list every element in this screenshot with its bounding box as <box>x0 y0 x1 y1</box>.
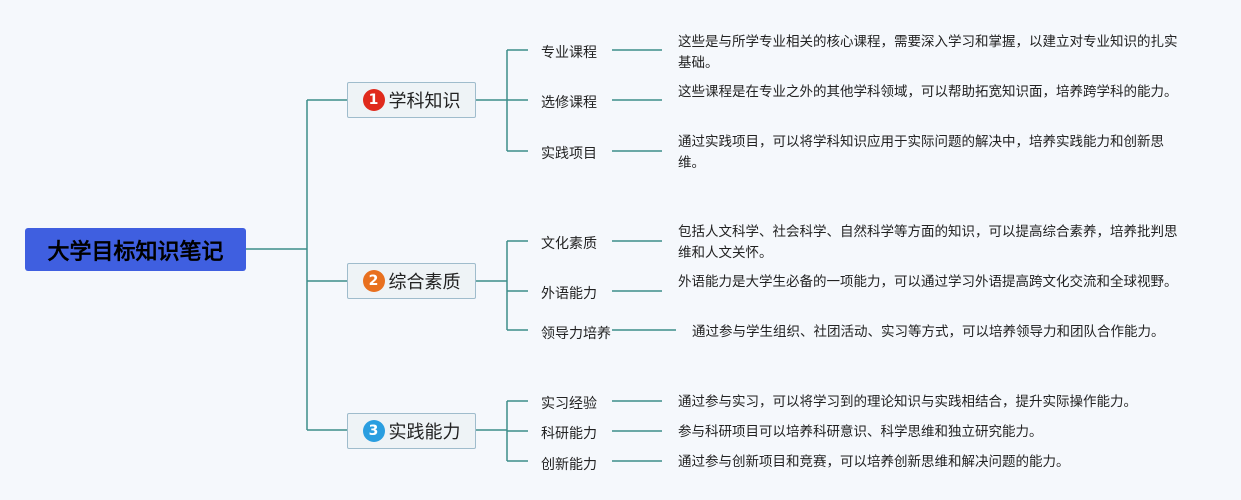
desc-cultural-quality: 包括人文科学、社会科学、自然科学等方面的知识，可以提高综合素养，培养批判思维和人… <box>678 224 1178 261</box>
sub-node-elective-courses[interactable]: 选修课程 <box>541 95 597 111</box>
sub-node-major-courses[interactable]: 专业课程 <box>541 45 597 61</box>
number-badge-1: 1 <box>362 89 385 111</box>
desc-foreign-language: 外语能力是大学生必备的一项能力，可以通过学习外语提高跨文化交流和全球视野。 <box>678 274 1178 290</box>
desc-internship: 通过参与实习，可以将学习到的理论知识与实践相结合，提升实际操作能力。 <box>678 394 1137 410</box>
desc-leadership: 通过参与学生组织、社团活动、实习等方式，可以培养领导力和团队合作能力。 <box>692 324 1165 340</box>
branch-node-subject-knowledge[interactable]: 1 学科知识 <box>347 82 476 118</box>
sub-node-innovation[interactable]: 创新能力 <box>541 457 597 473</box>
desc-practice-projects: 通过实践项目，可以将学科知识应用于实际问题的解决中，培养实践能力和创新思维。 <box>678 134 1164 171</box>
desc-research: 参与科研项目可以培养科研意识、科学思维和独立研究能力。 <box>678 424 1043 440</box>
number-badge-2: 2 <box>362 270 385 292</box>
desc-major-courses: 这些是与所学专业相关的核心课程，需要深入学习和掌握，以建立对专业知识的扎实基础。 <box>678 34 1178 71</box>
desc-elective-courses: 这些课程是在专业之外的其他学科领域，可以帮助拓宽知识面，培养跨学科的能力。 <box>678 84 1178 100</box>
root-label: 大学目标知识笔记 <box>47 239 224 265</box>
sub-node-internship[interactable]: 实习经验 <box>541 396 597 412</box>
sub-node-cultural-quality[interactable]: 文化素质 <box>541 236 597 252</box>
sub-node-foreign-language[interactable]: 外语能力 <box>541 286 597 302</box>
branch-node-comprehensive-quality[interactable]: 2 综合素质 <box>347 263 476 299</box>
branch-label: 学科知识 <box>388 91 461 112</box>
branch-label: 综合素质 <box>388 272 461 293</box>
sub-node-research[interactable]: 科研能力 <box>541 426 597 442</box>
sub-node-leadership[interactable]: 领导力培养 <box>541 326 611 342</box>
branch-node-practical-ability[interactable]: 3 实践能力 <box>347 413 476 449</box>
branch-label: 实践能力 <box>388 422 461 443</box>
desc-innovation: 通过参与创新项目和竞赛，可以培养创新思维和解决问题的能力。 <box>678 454 1070 470</box>
number-badge-3: 3 <box>362 420 385 442</box>
root-node[interactable]: 大学目标知识笔记 <box>25 228 246 271</box>
sub-node-practice-projects[interactable]: 实践项目 <box>541 146 597 162</box>
